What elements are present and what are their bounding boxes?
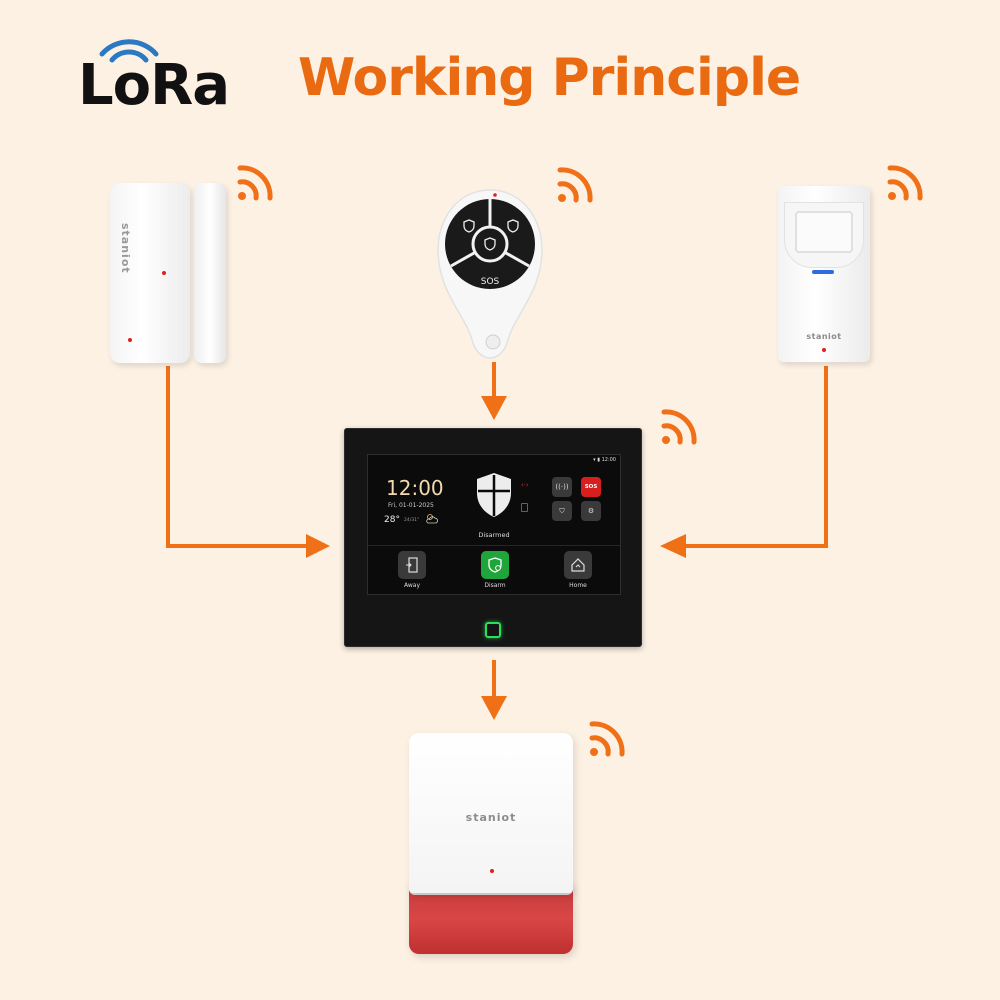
wifi-signal-icon — [589, 721, 625, 757]
pir-motion-sensor-device: staniot — [778, 186, 870, 362]
arrow-head-to-hub-left — [306, 534, 330, 558]
lock-status-icon: ‹·› — [521, 481, 529, 489]
mode-away-label: Away — [404, 582, 420, 589]
alarm-hub-panel: ▾ ▮ 12:00 12:00 Fri, 01-01-2025 28° 24/3… — [344, 428, 642, 647]
wireless-tile-icon[interactable]: ((·)) — [552, 477, 572, 497]
away-door-icon — [398, 551, 426, 579]
page-title: Working Principle — [298, 48, 801, 108]
hub-screen: ▾ ▮ 12:00 12:00 Fri, 01-01-2025 28° 24/3… — [367, 454, 621, 595]
hub-temperature: 28° — [384, 515, 400, 525]
security-shield-icon — [477, 473, 511, 517]
door-sensor-connector — [166, 366, 308, 548]
hub-temp-range: 24/31° — [404, 518, 420, 523]
sos-tile[interactable]: SOS — [581, 477, 601, 497]
pir-sensor-brand: staniot — [806, 332, 842, 341]
arm-status-label: Disarmed — [478, 531, 510, 539]
lora-signal-icon — [99, 39, 159, 63]
pir-sensor-indicator — [812, 270, 834, 274]
wifi-signal-icon — [887, 165, 923, 201]
mode-disarm-label: Disarm — [484, 582, 506, 589]
arrow-head-remote-to-hub — [481, 396, 507, 420]
siren-brand: staniot — [465, 811, 517, 824]
door-sensor-magnet — [194, 183, 226, 363]
hub-status-bar: ▾ ▮ 12:00 — [593, 457, 616, 463]
door-sensor-led — [162, 271, 166, 275]
pir-sensor-body: staniot — [778, 186, 870, 362]
siren-body: staniot — [409, 733, 573, 893]
lora-logo: LoRa — [78, 28, 238, 118]
weather-cloud-icon — [426, 514, 438, 524]
remote-sos-label: SOS — [481, 277, 500, 287]
hub-touch-button[interactable] — [485, 622, 501, 638]
pir-sensor-connector — [684, 366, 828, 548]
wifi-signal-icon — [661, 409, 697, 445]
wifi-status-icon: ▾ ▮ — [593, 457, 602, 463]
wifi-signal-icon — [557, 167, 593, 203]
door-sensor-body: staniot — [110, 183, 190, 363]
disarm-shield-icon — [481, 551, 509, 579]
pir-sensor-lens — [784, 202, 864, 268]
home-icon — [564, 551, 592, 579]
outdoor-siren-device: staniot — [409, 733, 573, 954]
siren-led — [490, 869, 494, 873]
door-sensor-device: staniot — [110, 183, 226, 363]
shield-check-tile-icon[interactable]: ⛉ — [552, 501, 572, 521]
door-sensor-brand: staniot — [119, 223, 132, 274]
arrow-head-to-hub-right — [660, 534, 686, 558]
wifi-signal-icon — [237, 165, 273, 201]
door-status-icon — [521, 503, 528, 512]
pir-sensor-led — [822, 348, 826, 352]
settings-gear-icon[interactable]: ⚙ — [581, 501, 601, 521]
mode-disarm-button[interactable]: Disarm — [468, 551, 522, 589]
hub-date: Fri, 01-01-2025 — [388, 502, 434, 509]
hub-clock: 12:00 — [386, 476, 444, 500]
status-time: 12:00 — [601, 457, 616, 463]
remote-keyfob-device: SOS — [437, 189, 543, 359]
mode-home-label: Home — [569, 582, 587, 589]
arrow-head-hub-to-siren — [481, 696, 507, 720]
door-sensor-led — [128, 338, 132, 342]
logo-text: LoRa — [78, 53, 230, 118]
mode-home-button[interactable]: Home — [551, 551, 605, 589]
mode-away-button[interactable]: Away — [385, 551, 439, 589]
